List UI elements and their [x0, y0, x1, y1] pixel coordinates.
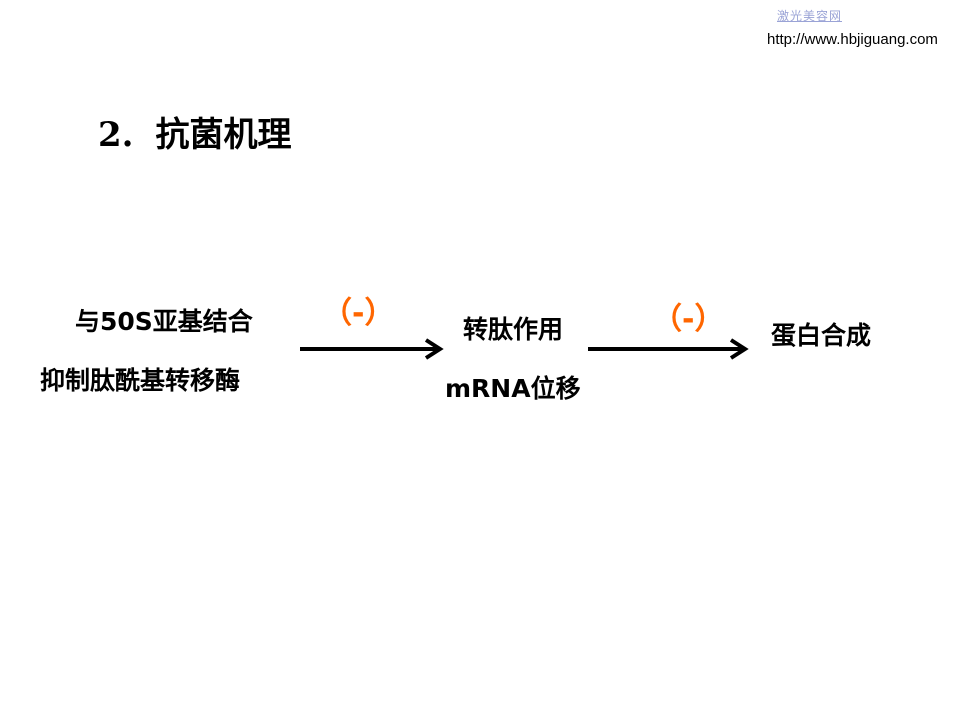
step1-line2: 抑制肽酰基转移酶	[40, 366, 241, 395]
arrow-2	[588, 338, 749, 360]
inhibit-sign-2: （-）	[652, 302, 725, 337]
inhibit-sign-1: （-）	[322, 296, 395, 331]
watermark-logo-text: 激光美容网	[777, 9, 843, 23]
title-number: 2.	[98, 115, 134, 155]
site-url: http://www.hbjiguang.com	[767, 31, 938, 48]
step1-line1: 与50S亚基结合	[75, 307, 253, 336]
arrow-1	[300, 338, 444, 360]
step2-line2: mRNA位移	[445, 374, 581, 403]
title-text: 抗菌机理	[155, 115, 292, 155]
slide-title: 2. 抗菌机理	[98, 107, 292, 156]
step3-label: 蛋白合成	[771, 321, 872, 350]
step2-line1: 转肽作用	[463, 315, 564, 344]
